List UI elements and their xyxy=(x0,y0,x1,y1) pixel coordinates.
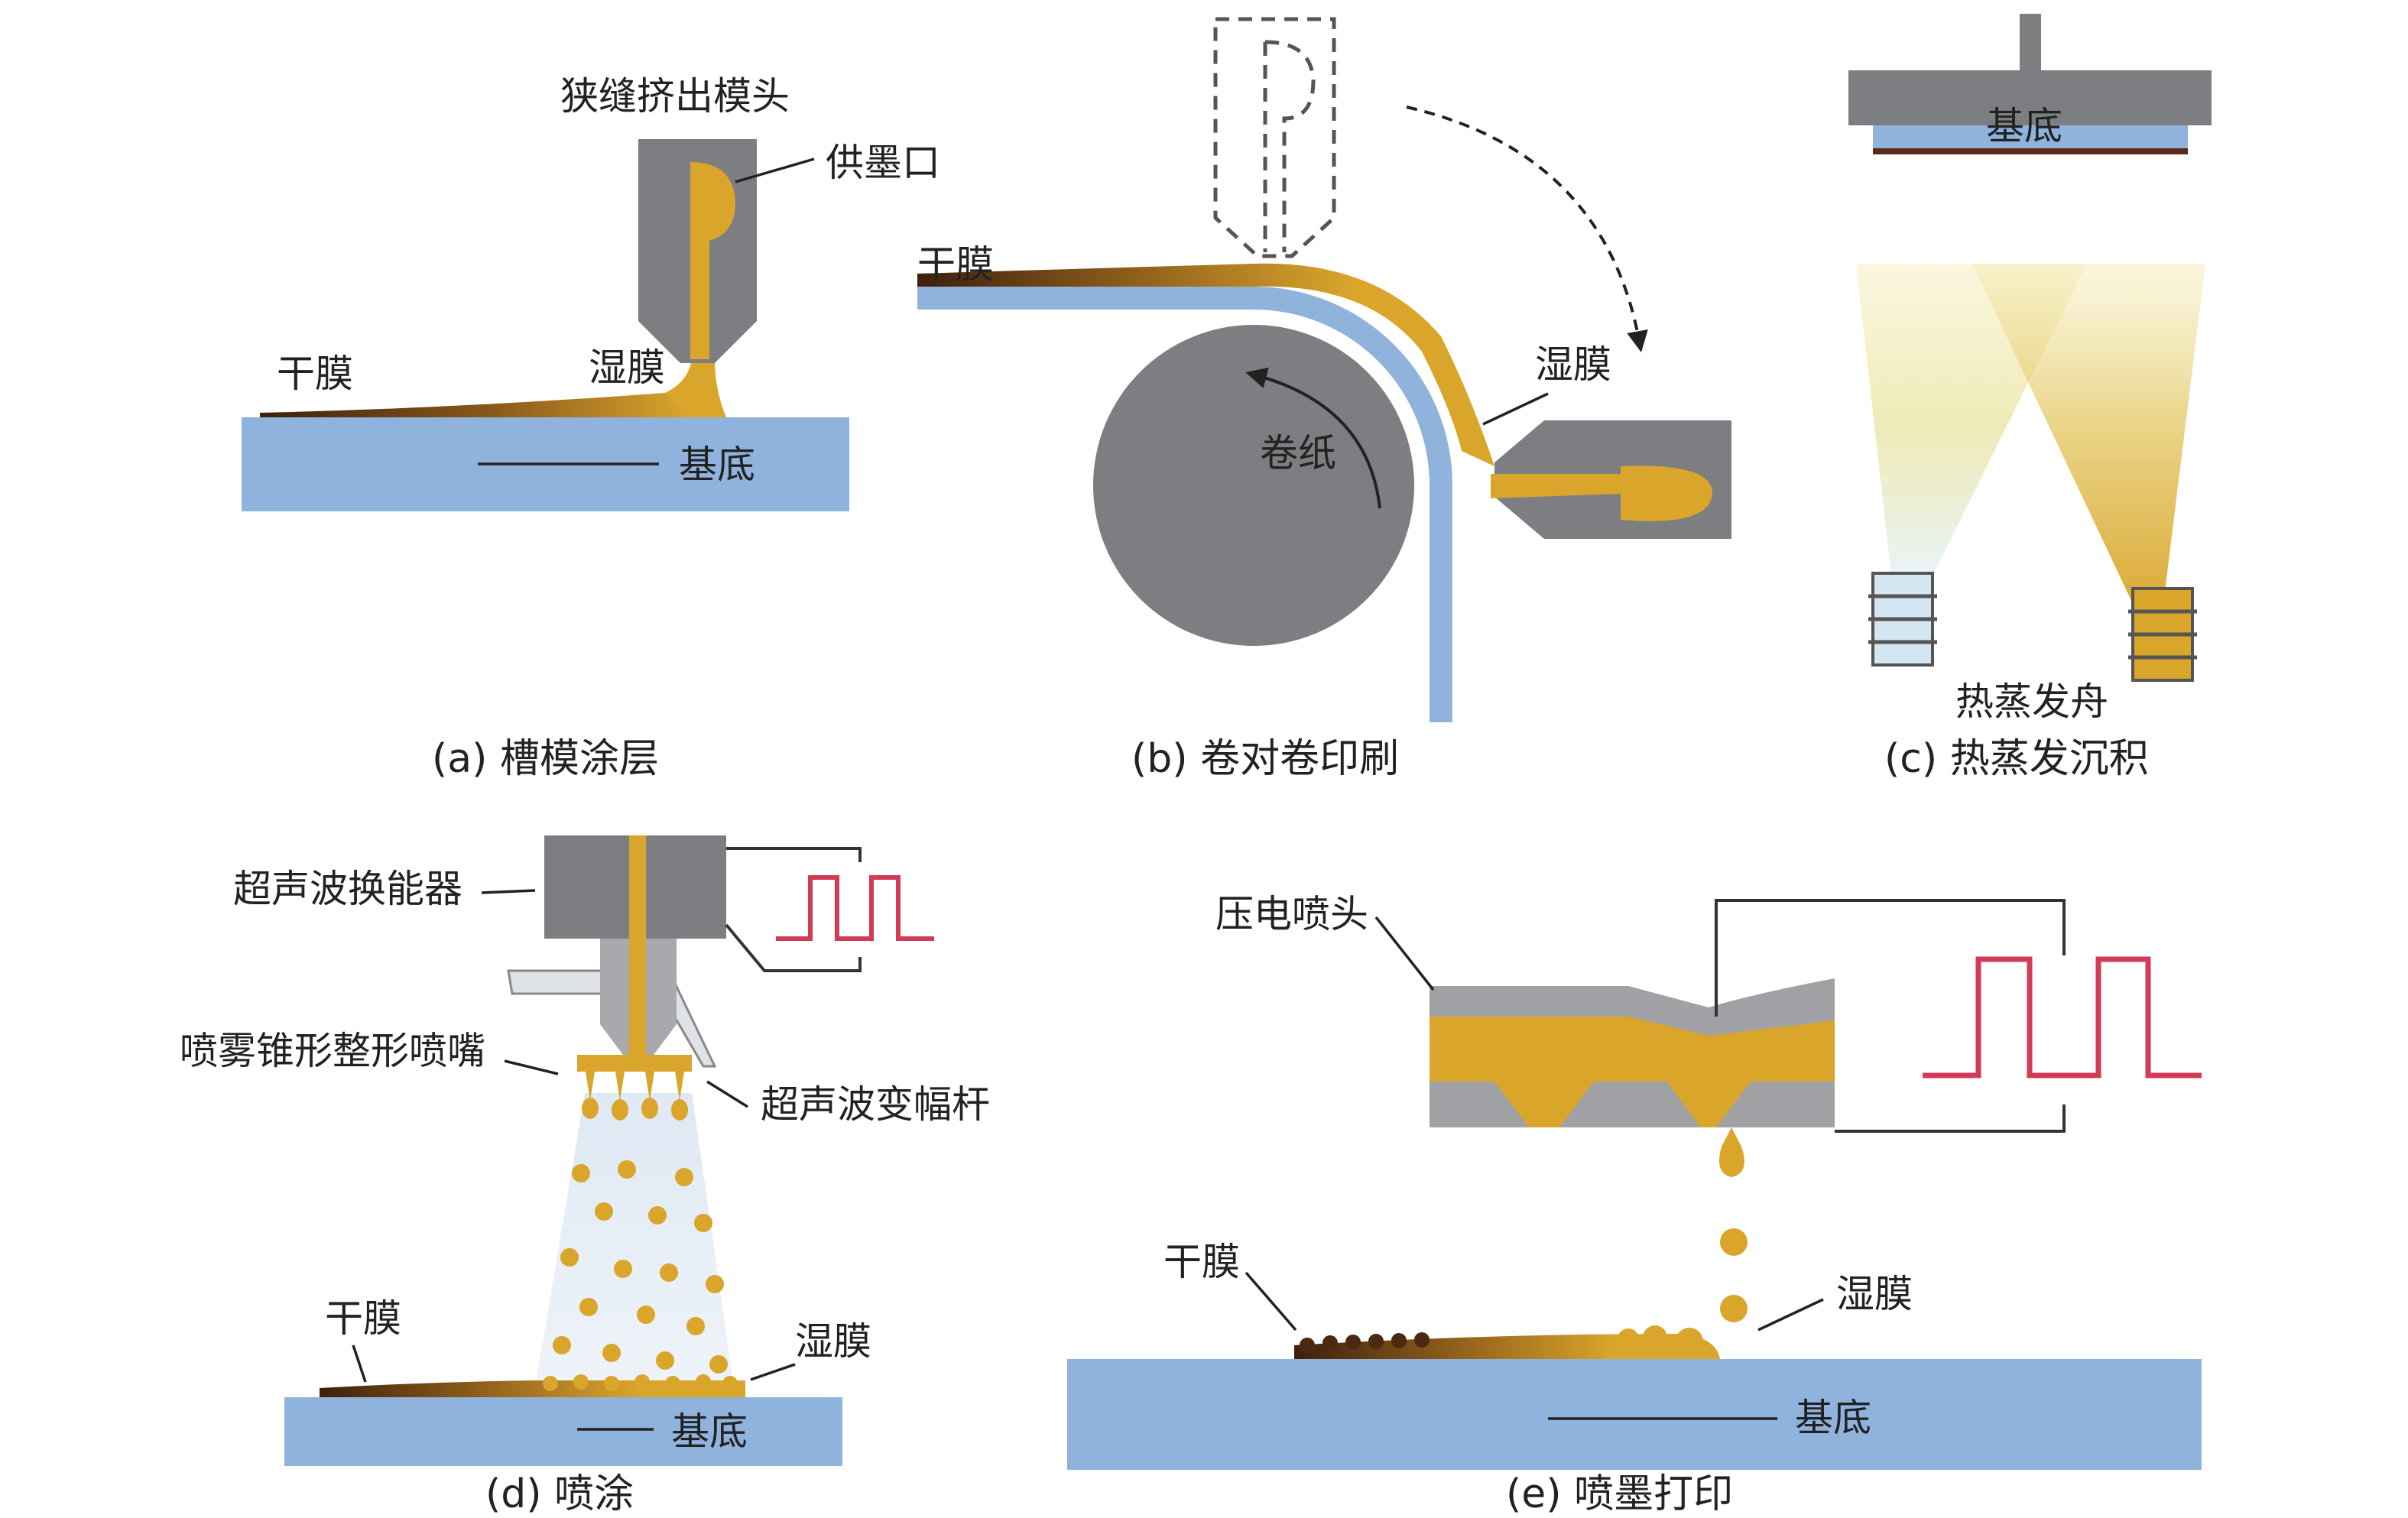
panel-d-drips xyxy=(582,1072,688,1121)
panel-c-holder-plate xyxy=(1848,70,2212,125)
panel-b-roll-label: 卷纸 xyxy=(1260,431,1336,475)
panel-d-droplets xyxy=(553,1160,728,1374)
panel-a-die-label: 狭缝挤出模头 xyxy=(560,74,790,118)
panel-d-horn-label: 超声波变幅杆 xyxy=(761,1082,990,1127)
panel-e-dry-leader xyxy=(1245,1271,1297,1331)
panel-c-thermal-evaporation: 基底 热蒸发舟 (c) 热蒸发沉积 xyxy=(1848,14,2212,782)
panel-d-substrate-label: 基底 xyxy=(671,1409,748,1454)
panel-e-ink-chamber xyxy=(1430,1017,1835,1127)
panel-a-caption: (a) 槽模涂层 xyxy=(432,736,659,782)
panel-e-inkjet: 压电喷头 干膜 湿膜 基底 (e) 喷墨打印 xyxy=(1067,892,2202,1517)
panel-e-head-leader xyxy=(1374,916,1435,991)
panel-e-dry-label: 干膜 xyxy=(1163,1240,1240,1284)
panel-e-film-bumps xyxy=(1300,1332,1430,1353)
panel-e-head-label: 压电喷头 xyxy=(1215,892,1368,936)
panel-b-film xyxy=(917,263,1494,466)
panel-e-substrate xyxy=(1067,1359,2202,1470)
panel-a-dry-film xyxy=(260,388,688,417)
panel-b-rotation-arrow xyxy=(1245,367,1381,509)
panel-e-droplets xyxy=(1718,1127,1748,1322)
panel-a-wet-label: 湿膜 xyxy=(589,345,665,390)
panel-d-caption: (d) 喷涂 xyxy=(485,1471,634,1517)
panel-c-boat-left xyxy=(1868,572,1937,667)
panel-c-substrate-label: 基底 xyxy=(1986,104,2062,148)
panel-c-boat-right xyxy=(2128,587,2197,682)
panel-d-transducer-leader xyxy=(481,889,536,894)
panel-d-substrate xyxy=(284,1397,842,1466)
panel-d-horn-core xyxy=(629,835,646,1057)
panel-d-film-bumps xyxy=(543,1374,738,1391)
panel-a-substrate-label: 基底 xyxy=(679,443,755,487)
panel-b-ghost-die xyxy=(1213,17,1336,258)
panel-b-caption: (b) 卷对卷印刷 xyxy=(1131,736,1399,782)
panel-d-dry-label: 干膜 xyxy=(325,1296,401,1341)
panel-c-substrate xyxy=(1873,125,2188,148)
panel-e-wet-leader xyxy=(1757,1298,1824,1331)
panel-d-signal-wire xyxy=(725,847,862,972)
panel-d-pulse-wave xyxy=(776,875,934,941)
panel-a-feed-label: 供墨口 xyxy=(826,141,940,185)
panel-d-nozzle-label: 喷雾锥形整形喷嘴 xyxy=(180,1029,485,1073)
panel-e-substrate-label: 基底 xyxy=(1795,1396,1871,1440)
panel-e-caption: (e) 喷墨打印 xyxy=(1506,1471,1733,1517)
panel-b-die-bulb xyxy=(1621,465,1712,521)
panel-b-wet-label: 湿膜 xyxy=(1535,342,1611,387)
panel-d-wet-label: 湿膜 xyxy=(795,1319,871,1364)
panel-c-holder-stem xyxy=(2020,14,2041,73)
panel-a-slot-die: 狭缝挤出模头 供墨口 干膜 湿膜 基底 (a) 槽模涂层 xyxy=(242,74,940,782)
panel-a-dry-label: 干膜 xyxy=(277,352,353,396)
panel-e-pulse-wave xyxy=(1923,956,2202,1078)
panel-e-signal-wire xyxy=(1715,899,2066,1133)
panel-c-boat-label: 热蒸发舟 xyxy=(1955,680,2108,724)
panel-b-dry-label: 干膜 xyxy=(917,242,994,287)
panel-d-nozzle-leader xyxy=(504,1059,559,1075)
panel-e-wet-bumps xyxy=(1618,1325,1703,1355)
panel-b-roll-to-roll: 卷纸 干膜 湿膜 (b) 卷对卷印刷 xyxy=(917,17,1731,782)
panel-c-caption: (c) 热蒸发沉积 xyxy=(1884,736,2149,782)
panel-a-feed-leader xyxy=(735,157,815,183)
panel-d-dry-leader xyxy=(352,1344,367,1383)
panel-b-ghost-channel xyxy=(1263,40,1316,252)
panel-e-wet-label: 湿膜 xyxy=(1836,1272,1913,1316)
panel-d-film xyxy=(320,1380,745,1397)
panel-d-transducer-label: 超声波换能器 xyxy=(233,867,462,911)
panel-d-horn-leader xyxy=(706,1080,748,1108)
panel-c-deposit xyxy=(1873,148,2188,154)
panel-b-roller xyxy=(1093,325,1414,646)
panel-d-wet-leader xyxy=(750,1363,796,1381)
panel-a-ink-reservoir xyxy=(690,162,735,243)
panel-b-move-arrow xyxy=(1406,105,1648,353)
panel-c-beam-right xyxy=(1972,264,2205,604)
panel-b-wet-leader xyxy=(1482,392,1549,426)
panel-d-horn-tip xyxy=(577,1055,692,1072)
panel-b-die-reservoir xyxy=(1491,474,1644,498)
panel-d-spray-coating: 超声波换能器 喷雾锥形整形喷嘴 超声波变幅杆 干膜 湿膜 基底 (d) 喷涂 xyxy=(180,835,990,1517)
panel-a-wet-meniscus xyxy=(665,359,726,417)
